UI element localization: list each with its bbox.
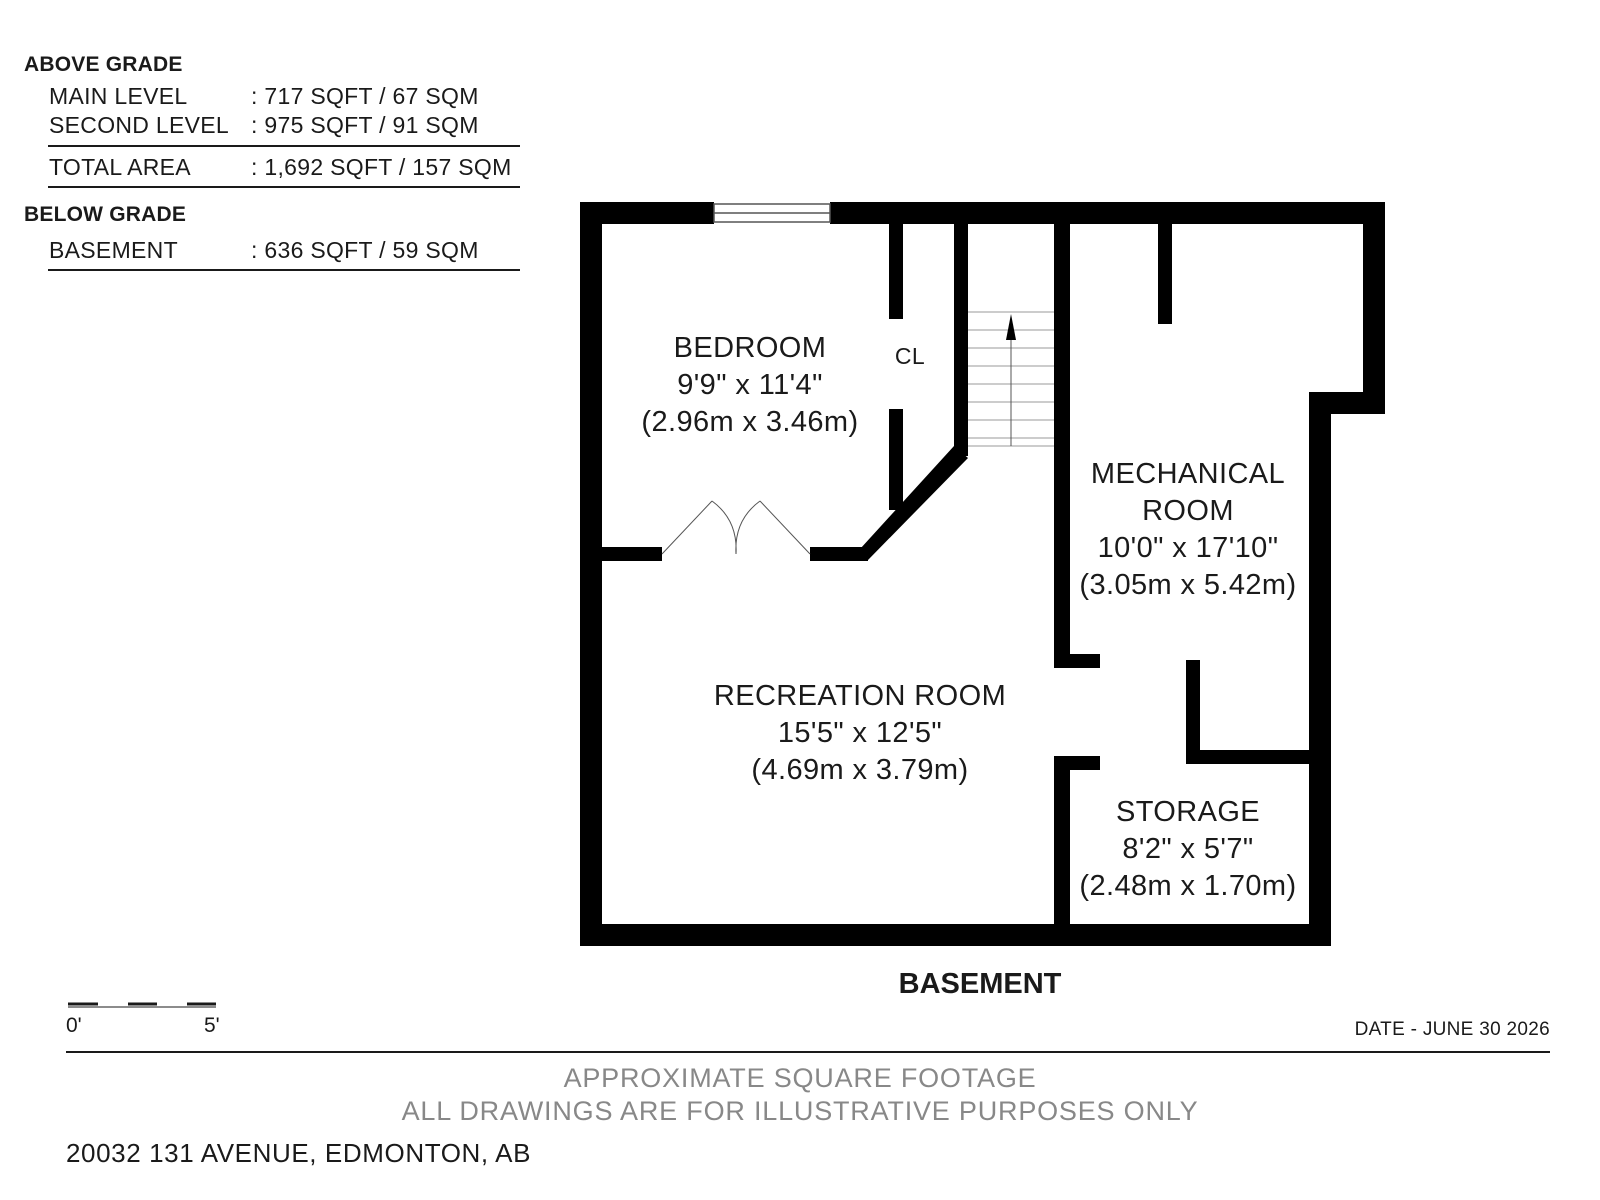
room-label-storage: STORAGE 8'2" x 5'7" (2.48m x 1.70m)	[1068, 794, 1308, 905]
wall-mechanical-stub	[1054, 654, 1100, 668]
wall-closet-upper	[889, 224, 903, 319]
disclaimer-line2: ALL DRAWINGS ARE FOR ILLUSTRATIVE PURPOS…	[401, 1096, 1199, 1126]
total-area-label: TOTAL AREA	[49, 154, 191, 180]
room-label-closet: CL	[894, 343, 926, 369]
wall-right-lower	[1309, 392, 1331, 946]
scale-end-label: 5'	[204, 1014, 220, 1037]
wall-mechanical-left	[1054, 224, 1070, 668]
storage-name: STORAGE	[1115, 796, 1261, 828]
floor-title: BASEMENT	[898, 968, 1062, 1000]
recreation-metric: (4.69m x 3.79m)	[751, 754, 969, 786]
above-grade-heading: ABOVE GRADE	[24, 53, 183, 76]
summary-divider	[48, 186, 520, 188]
wall-storage-left	[1054, 756, 1070, 924]
recreation-dimensions: 15'5" x 12'5"	[777, 717, 943, 749]
total-area-value: : 1,692 SQFT / 157 SQM	[251, 154, 512, 180]
walls	[580, 202, 1385, 946]
bedroom-metric: (2.96m x 3.46m)	[641, 406, 859, 438]
below-grade-heading: BELOW GRADE	[24, 203, 187, 226]
bifold-door-icon	[661, 500, 811, 555]
basement-value: : 636 SQFT / 59 SQM	[251, 237, 479, 263]
footer-divider	[66, 1051, 1550, 1053]
mechanical-metric: (3.05m x 5.42m)	[1079, 569, 1297, 601]
wall-left	[580, 202, 602, 946]
main-level-value: : 717 SQFT / 67 SQM	[251, 83, 479, 109]
property-address: 20032 131 AVENUE, EDMONTON, AB	[66, 1138, 532, 1168]
scale-start-label: 0'	[66, 1014, 82, 1037]
mechanical-name-line2: ROOM	[1142, 495, 1234, 527]
disclaimer-line1: APPROXIMATE SQUARE FOOTAGE	[563, 1063, 1037, 1093]
basement-label: BASEMENT	[49, 237, 178, 263]
storage-dimensions: 8'2" x 5'7"	[1122, 833, 1254, 865]
wall-bedroom-bottom-left	[602, 547, 662, 561]
wall-storage-top	[1186, 750, 1309, 764]
wall-storage-right-stub	[1186, 660, 1200, 764]
room-label-bedroom: BEDROOM 9'9" x 11'4" (2.96m x 3.46m)	[600, 330, 900, 441]
room-label-mechanical: MECHANICAL ROOM 10'0" x 17'10" (3.05m x …	[1068, 456, 1308, 604]
main-level-label: MAIN LEVEL	[49, 83, 188, 109]
wall-top-left	[580, 202, 714, 224]
mechanical-dimensions: 10'0" x 17'10"	[1097, 532, 1279, 564]
wall-bottom	[580, 924, 1331, 946]
plan-date: DATE - JUNE 30 2026	[1354, 1019, 1550, 1040]
scale-bar	[68, 1002, 216, 1008]
mechanical-name-line1: MECHANICAL	[1090, 458, 1286, 490]
wall-closet-lower	[889, 409, 903, 510]
wall-diagonal	[850, 446, 968, 560]
stair-arrow-icon	[1006, 314, 1016, 446]
window	[713, 203, 831, 223]
second-level-value: : 975 SQFT / 91 SQM	[251, 112, 479, 138]
bedroom-dimensions: 9'9" x 11'4"	[677, 369, 823, 401]
room-label-recreation: RECREATION ROOM 15'5" x 12'5" (4.69m x 3…	[680, 678, 1040, 789]
wall-bedroom-bottom-right	[810, 547, 868, 561]
bedroom-name: BEDROOM	[673, 332, 827, 364]
summary-divider	[48, 145, 520, 147]
wall-stair-left	[954, 224, 968, 456]
storage-metric: (2.48m x 1.70m)	[1079, 870, 1297, 902]
wall-top-right	[830, 202, 1385, 224]
wall-right-upper	[1363, 202, 1385, 414]
summary-divider	[48, 269, 520, 271]
second-level-label: SECOND LEVEL	[49, 112, 229, 138]
wall-mechanical-top-stub	[1158, 224, 1172, 324]
recreation-name: RECREATION ROOM	[713, 680, 1007, 712]
